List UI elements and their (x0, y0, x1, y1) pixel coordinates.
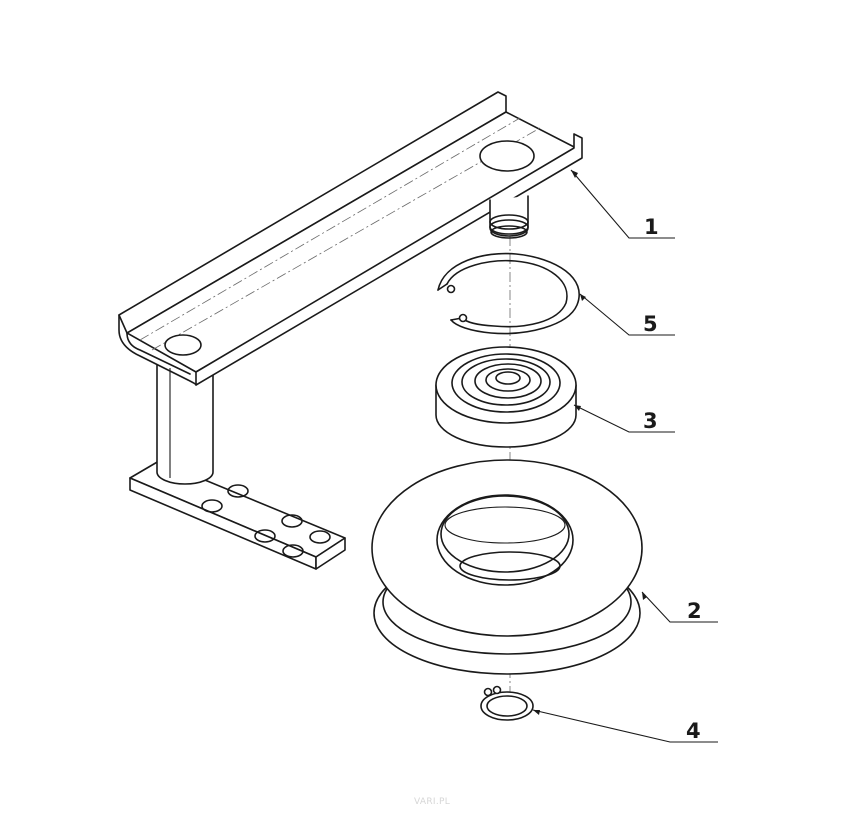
part-3-bearing (435, 346, 577, 448)
arrowhead-2 (642, 592, 647, 600)
part-2-pulley (371, 459, 643, 675)
arrowhead-4 (533, 710, 540, 715)
part-5-retaining-ring (437, 252, 580, 335)
leader-line-3 (573, 404, 675, 433)
callout-5: 5 (643, 312, 658, 336)
leader-line-2 (641, 591, 718, 623)
callout-2: 2 (687, 599, 702, 623)
leader-line-5 (579, 293, 675, 336)
watermark-text: VARI.PL (414, 797, 451, 807)
part-1-bracket (118, 91, 583, 570)
callout-1: 1 (644, 215, 659, 239)
arrowhead-1 (571, 170, 578, 178)
part-4-circlip (480, 685, 534, 721)
callout-3: 3 (643, 409, 658, 433)
arrowhead-5 (580, 294, 586, 301)
arrowhead-3 (574, 405, 581, 411)
callout-4: 4 (686, 719, 701, 743)
leader-line-1 (570, 169, 675, 239)
leader-line-4 (532, 709, 718, 743)
